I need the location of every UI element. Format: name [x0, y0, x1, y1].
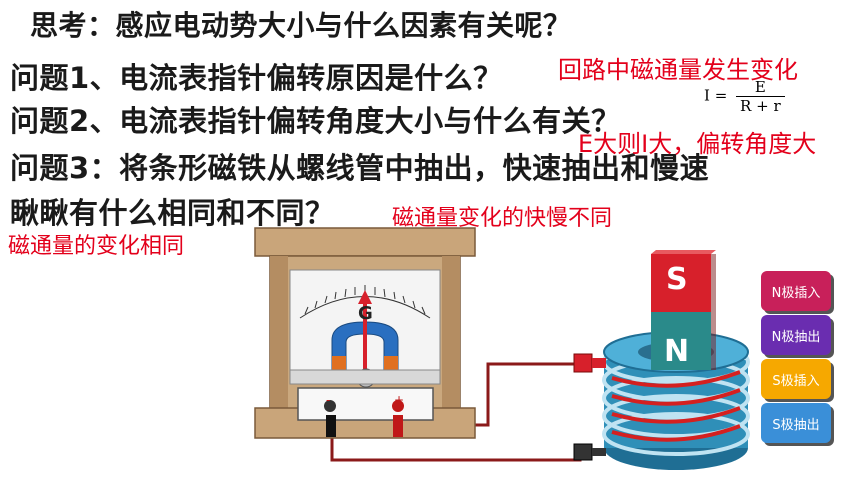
- n-pole-withdraw-label: N极抽出: [771, 329, 821, 345]
- n-pole-withdraw-button[interactable]: N极抽出: [761, 315, 831, 355]
- magnet-n-pole: N: [664, 334, 690, 369]
- dial-scale: [304, 285, 426, 315]
- solenoid-coil: [573, 331, 750, 470]
- svg-text:-: -: [326, 393, 330, 407]
- answer-3-same: 磁通量的变化相同: [8, 234, 185, 259]
- s-pole-insert-label: S极插入: [772, 373, 820, 389]
- formula-numerator: E: [736, 78, 785, 97]
- page-title: 思考：感应电动势大小与什么因素有关呢？: [30, 9, 572, 42]
- bar-magnet: [651, 250, 716, 370]
- s-pole-insert-button[interactable]: S极插入: [761, 359, 831, 399]
- s-pole-withdraw-label: S极抽出: [772, 417, 820, 433]
- formula-denominator: R + r: [740, 97, 781, 115]
- magnet-s-pole: S: [666, 262, 688, 297]
- answer-1: 回路中磁通量发生变化: [558, 56, 798, 84]
- formula-fraction: E R + r: [736, 78, 785, 115]
- answer-2: E大则I大，偏转角度大: [578, 130, 817, 158]
- answer-3-different: 磁通量变化的快慢不同: [392, 206, 613, 231]
- formula-lhs: I =: [704, 86, 728, 105]
- galvanometer: - +: [254, 227, 476, 439]
- n-pole-insert-label: N极插入: [771, 285, 821, 301]
- galvanometer-label: G: [358, 303, 373, 324]
- ohm-formula: I = E R + r: [704, 78, 785, 115]
- s-pole-withdraw-button[interactable]: S极抽出: [761, 403, 831, 443]
- question-3: 问题3：将条形磁铁从螺线管中抽出，快速抽出和慢速: [10, 151, 710, 185]
- question-2: 问题2、电流表指针偏转角度大小与什么有关？: [10, 104, 621, 138]
- svg-text:+: +: [394, 393, 404, 407]
- n-pole-insert-button[interactable]: N极插入: [761, 271, 831, 311]
- question-1: 问题1、电流表指针偏转原因是什么？: [10, 61, 503, 95]
- question-3-cont: 瞅瞅有什么相同和不同？: [10, 196, 335, 230]
